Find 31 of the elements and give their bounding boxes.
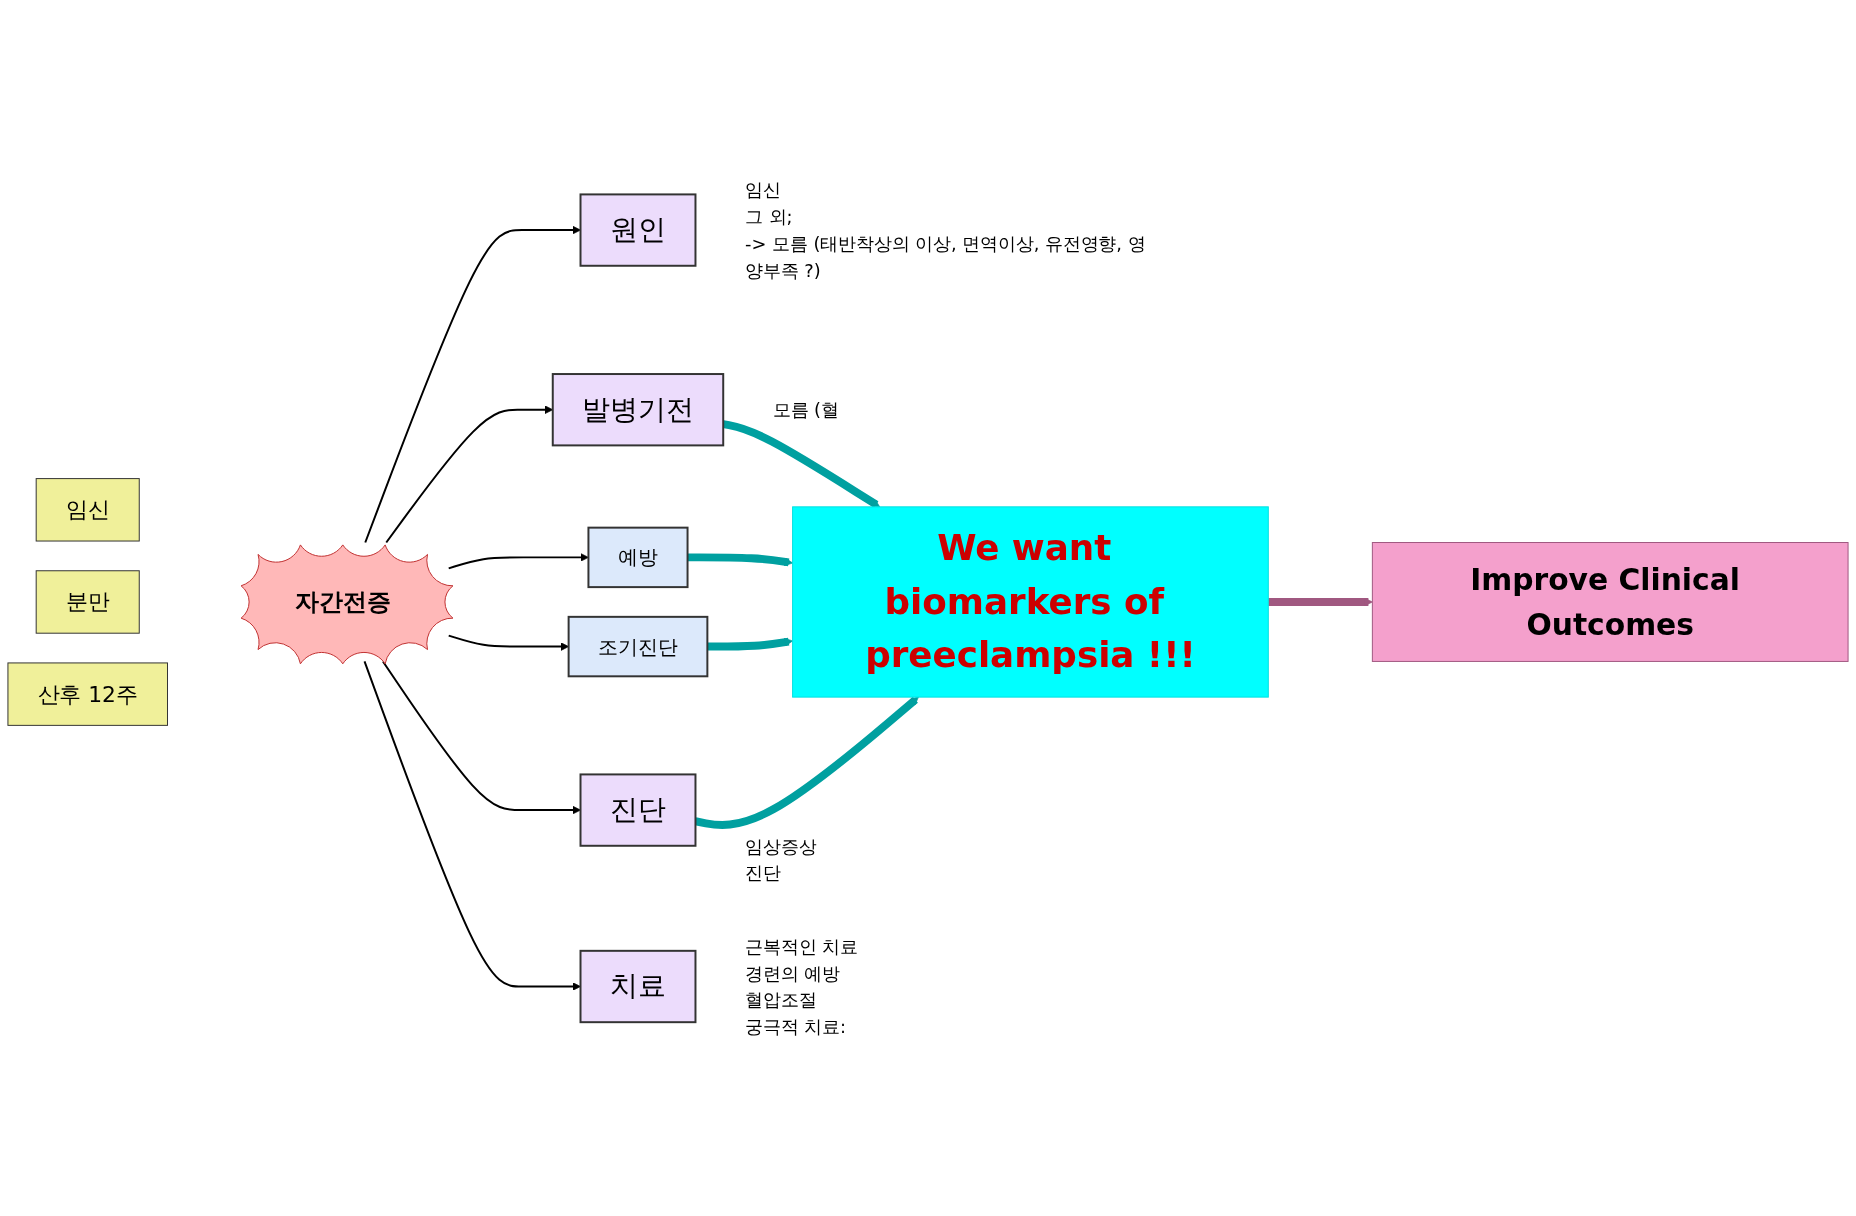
- arrow: [722, 419, 881, 508]
- node-label: -> 모름 (태반착상의 이상, 면역이상, 유전영향, 영양부족 ?): [745, 232, 1146, 281]
- node-label: 모름 (혈: [772, 399, 839, 420]
- arrow: [364, 225, 581, 544]
- arrow: [363, 660, 581, 991]
- node-label: 그 외;: [745, 206, 793, 227]
- node-box: 예방: [587, 526, 689, 588]
- node-box: 분만: [35, 569, 140, 634]
- arrow: [447, 552, 589, 570]
- node-label: 혈압조절: [745, 989, 817, 1010]
- arrow: [707, 637, 793, 651]
- arrow: [1268, 597, 1373, 607]
- node-box: 산후 12주: [7, 662, 168, 726]
- arrow: [694, 696, 919, 829]
- node-label: 임상증상: [745, 835, 817, 857]
- node-box: 임신: [35, 477, 140, 542]
- node-box: 원인: [579, 193, 697, 267]
- node-box: 치료: [579, 949, 697, 1023]
- arrow: [381, 660, 581, 815]
- arrow: [447, 634, 569, 651]
- node-label: 진단: [745, 862, 781, 884]
- node-box: 진단: [579, 773, 697, 847]
- node-box: 발병기전: [551, 372, 725, 447]
- node-box: 조기진단: [567, 615, 709, 677]
- node-box: Improve Clinical Outcomes: [1371, 541, 1849, 662]
- arrow: [687, 553, 793, 567]
- node-label: 임신: [745, 179, 781, 201]
- node-label: 궁극적 치료:: [745, 1015, 846, 1037]
- node-label: 근복적인 치료: [745, 935, 858, 957]
- node-label: 경련의 예방: [745, 962, 840, 984]
- node-box: We want biomarkers of preeclampsia !!!: [792, 506, 1269, 698]
